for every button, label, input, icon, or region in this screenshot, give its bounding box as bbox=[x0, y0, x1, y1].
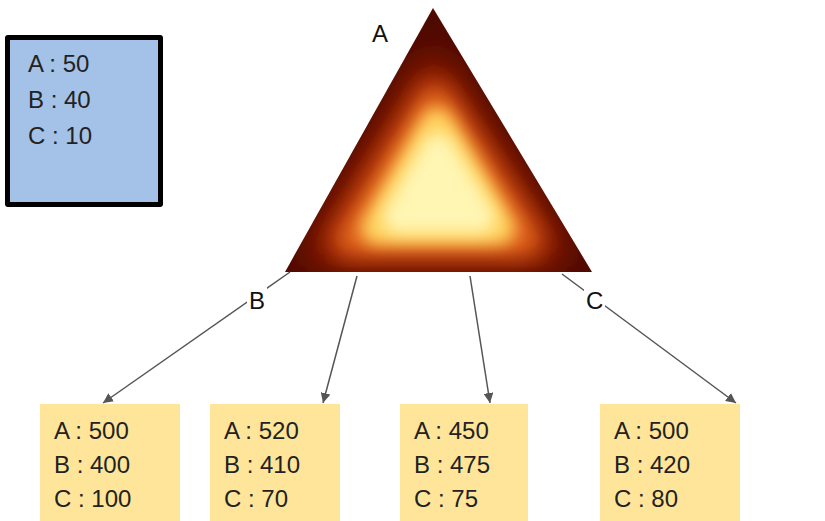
sample-arrow bbox=[323, 276, 357, 403]
density-triangle bbox=[270, 0, 610, 280]
count-line: B : 410 bbox=[224, 448, 326, 482]
vertex-label: A bbox=[370, 20, 390, 48]
sample-box: A : 520B : 410C : 70 bbox=[210, 404, 340, 521]
count-line: B : 40 bbox=[28, 82, 140, 118]
count-line: A : 500 bbox=[614, 414, 726, 448]
count-line: C : 70 bbox=[224, 482, 326, 516]
sample-box: A : 500B : 420C : 80 bbox=[600, 404, 740, 521]
count-line: B : 400 bbox=[54, 448, 166, 482]
count-line: C : 80 bbox=[614, 482, 726, 516]
totals-box: A : 50B : 40C : 10 bbox=[5, 35, 163, 207]
count-line: B : 420 bbox=[614, 448, 726, 482]
count-line: C : 10 bbox=[28, 118, 140, 154]
sample-arrow bbox=[470, 276, 490, 403]
count-line: A : 500 bbox=[54, 414, 166, 448]
count-line: B : 475 bbox=[414, 448, 514, 482]
sample-arrows bbox=[103, 272, 736, 403]
vertex-label: B bbox=[247, 287, 267, 315]
sample-arrow bbox=[103, 272, 290, 403]
count-line: C : 100 bbox=[54, 482, 166, 516]
count-line: A : 450 bbox=[414, 414, 514, 448]
count-line: C : 75 bbox=[414, 482, 514, 516]
count-line: A : 50 bbox=[28, 46, 140, 82]
vertex-label: C bbox=[584, 287, 605, 315]
sample-arrow bbox=[562, 274, 736, 403]
sample-box: A : 500B : 400C : 100 bbox=[40, 404, 180, 521]
sample-box: A : 450B : 475C : 75 bbox=[400, 404, 528, 521]
count-line: A : 520 bbox=[224, 414, 326, 448]
